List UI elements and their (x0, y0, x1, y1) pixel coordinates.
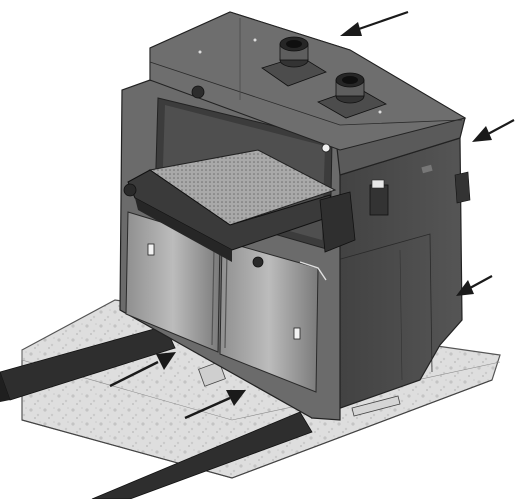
arrow-right-lower-icon (456, 275, 493, 296)
door-right-handle (293, 327, 301, 340)
motor-housing (319, 191, 356, 253)
fork-right (91, 411, 313, 499)
arrow-fork-left-icon (109, 352, 176, 388)
control-box (369, 184, 389, 216)
door-left-handle (147, 243, 155, 256)
arrow-top-icon (340, 10, 409, 36)
cabinet-doors (125, 211, 319, 393)
pallet-block-front (198, 361, 226, 387)
arrow-right-upper-icon (472, 119, 515, 142)
machine-top-cover (149, 11, 467, 176)
pallet-block-right (351, 395, 401, 417)
fork-left (0, 325, 176, 401)
arrow-fork-right-icon (184, 390, 246, 420)
top-ports (261, 36, 387, 119)
forklift-forks (0, 325, 313, 499)
feed-table (123, 149, 389, 281)
door-right (219, 240, 319, 393)
indicator-arrows (109, 10, 515, 420)
